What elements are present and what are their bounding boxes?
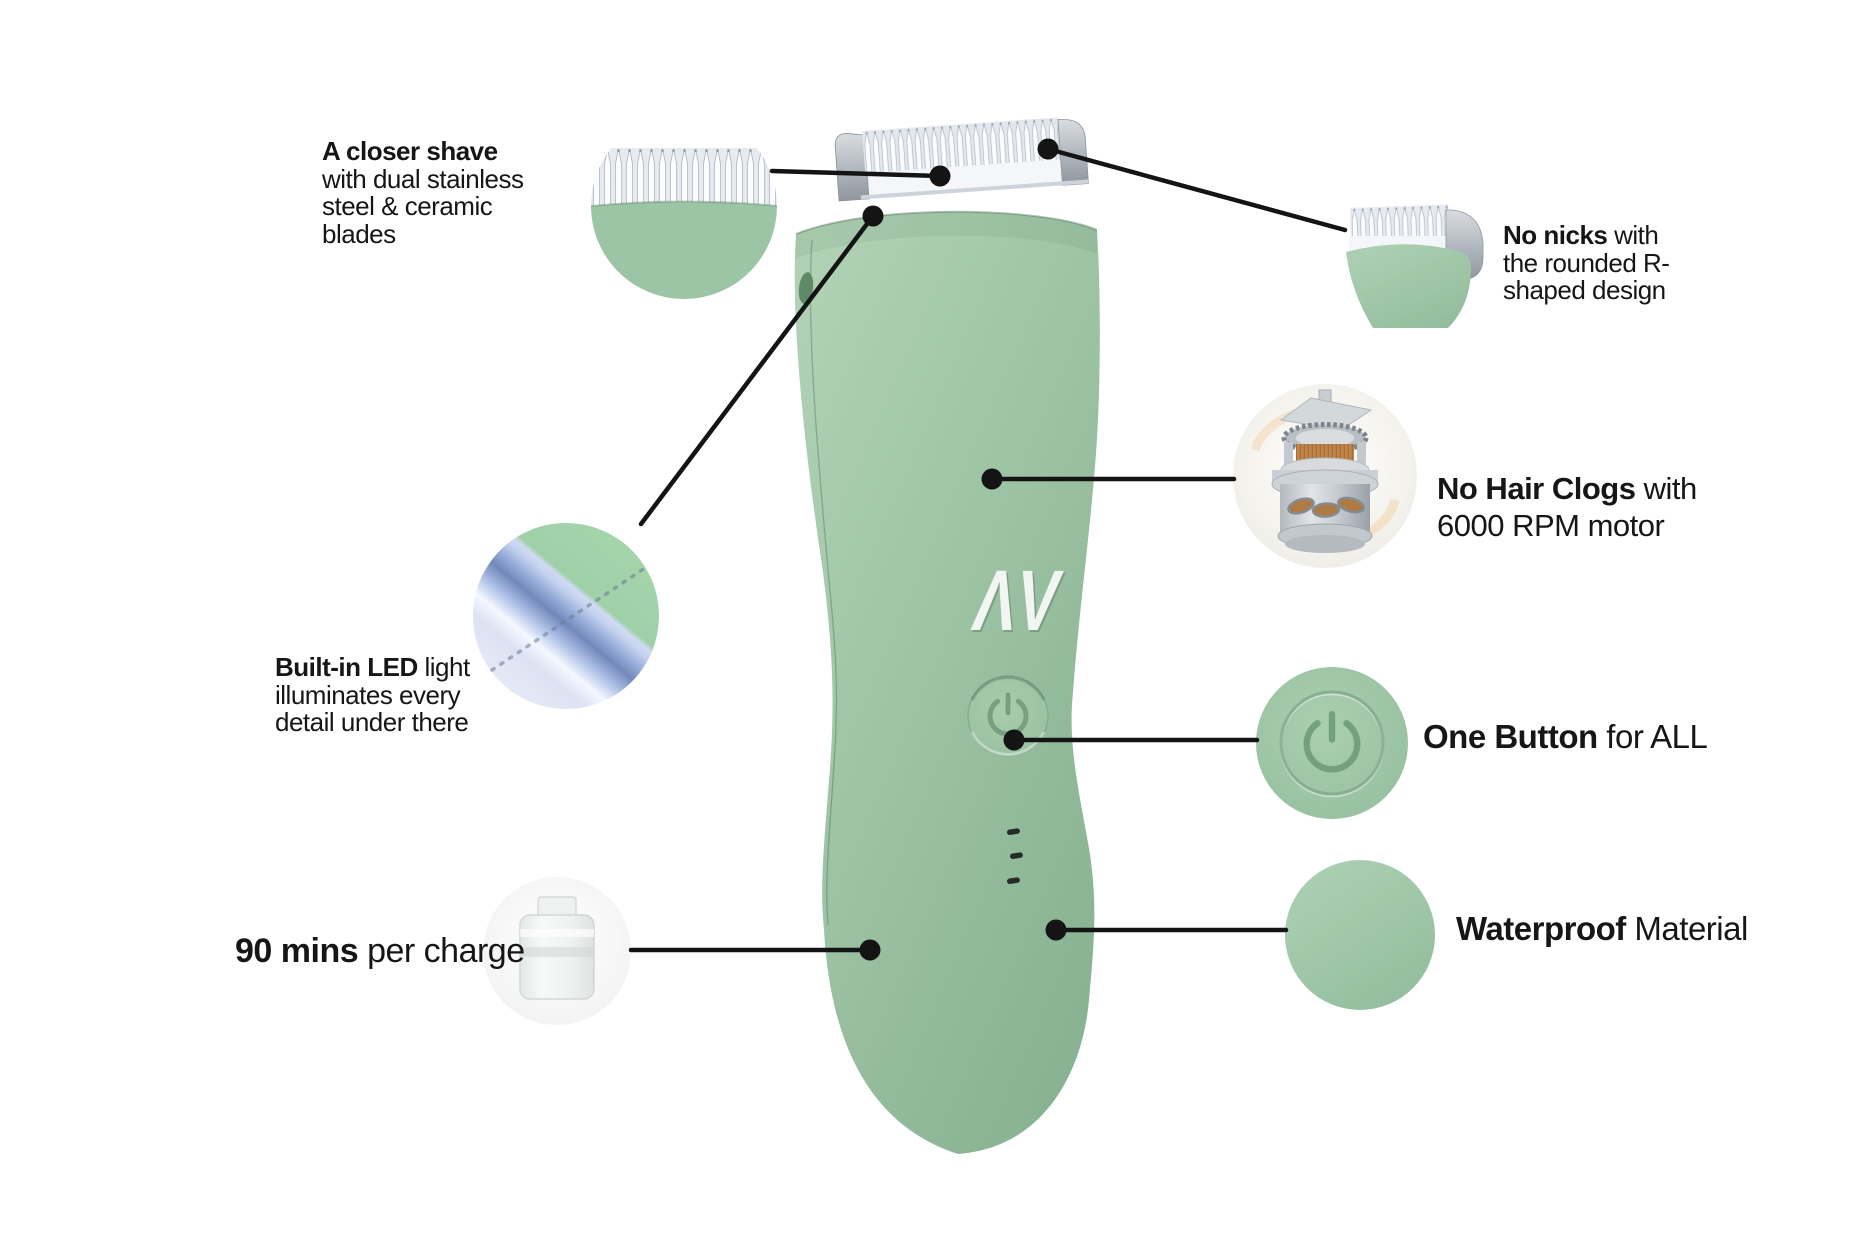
callout-dot-no-nicks [1037, 138, 1059, 160]
callout-line-led [638, 213, 876, 527]
blade-metal-clip [834, 132, 870, 202]
callout-line-text: illuminates every [275, 679, 461, 710]
callout-text-no-nicks: No nicks with the rounded R- shaped desi… [1503, 220, 1670, 305]
callout-text-waterproof: Waterproof Material [1456, 910, 1748, 947]
callout-dots [859, 138, 1067, 961]
callout-text-built-in-led: Built-in LED light illuminates every det… [275, 652, 470, 737]
inset-waterproof [1285, 860, 1435, 1010]
callout-text-no-hair-clogs: No Hair Clogs with 6000 RPM motor [1437, 470, 1697, 544]
callout-dot-battery [859, 939, 881, 961]
callout-text-closer-shave: A closer shave with dual stainless steel… [322, 136, 524, 249]
inset-one-button [1256, 667, 1408, 819]
callout-line-text: shaped design [1503, 275, 1666, 305]
inset-battery [483, 877, 631, 1025]
callout-line-no-nicks [1045, 146, 1348, 233]
callout-line-text: the rounded R- [1503, 247, 1670, 278]
inset-blade-closeup [591, 113, 777, 299]
callout-line-text: 6000 RPM motor [1437, 508, 1665, 543]
shoulder-seam [795, 210, 1098, 235]
inset-blade-green-base [591, 201, 777, 299]
callout-line-text: blades [322, 218, 396, 249]
blade-rounded-corner [1057, 119, 1089, 186]
callout-title: No Hair Clogs with [1437, 471, 1697, 506]
brand-logo-text: ΛV [967, 554, 1068, 649]
power-icon [1303, 710, 1361, 773]
side-notch [798, 272, 814, 304]
trimmer-body [794, 211, 1100, 1154]
svg-text:ΛV: ΛV [968, 556, 1069, 651]
callout-title: No nicks with [1503, 220, 1659, 250]
inset-r-shaped-head [1346, 204, 1484, 328]
callout-dot-motor [981, 468, 1003, 490]
brand-logo: ΛV ΛV [967, 554, 1070, 651]
callout-line-text: detail under there [275, 707, 469, 737]
callout-line-text: steel & ceramic [322, 191, 493, 221]
callout-connectors [628, 146, 1348, 953]
callout-line-text: with dual stainless [322, 163, 524, 194]
callout-line-blade [769, 168, 943, 179]
callout-dot-one-button [1003, 729, 1025, 751]
trimmer-blade-head [834, 117, 1089, 202]
callout-dot-waterproof [1045, 919, 1067, 941]
blade-teeth [862, 117, 1061, 174]
callout-dot-blade [929, 165, 951, 187]
callout-title: A closer shave [322, 136, 498, 166]
trimmer-device: ΛV ΛV [794, 117, 1100, 1154]
inset-r-green-body [1346, 244, 1472, 328]
battery-graphic [519, 896, 595, 1000]
blade-base [859, 155, 1087, 200]
led-blade-teeth-tips [490, 566, 647, 672]
callout-title: Built-in LED light [275, 652, 470, 682]
callout-dot-led [862, 205, 884, 227]
led-indicator-dots [1006, 828, 1023, 885]
inset-motor [1233, 384, 1417, 568]
blade-seam [860, 179, 1089, 200]
body-seam-line [809, 239, 838, 926]
callout-text-battery: 90 mins per charge [235, 932, 525, 970]
callout-text-one-button: One Button for ALL [1423, 718, 1708, 755]
inset-led-closeup [473, 523, 659, 709]
